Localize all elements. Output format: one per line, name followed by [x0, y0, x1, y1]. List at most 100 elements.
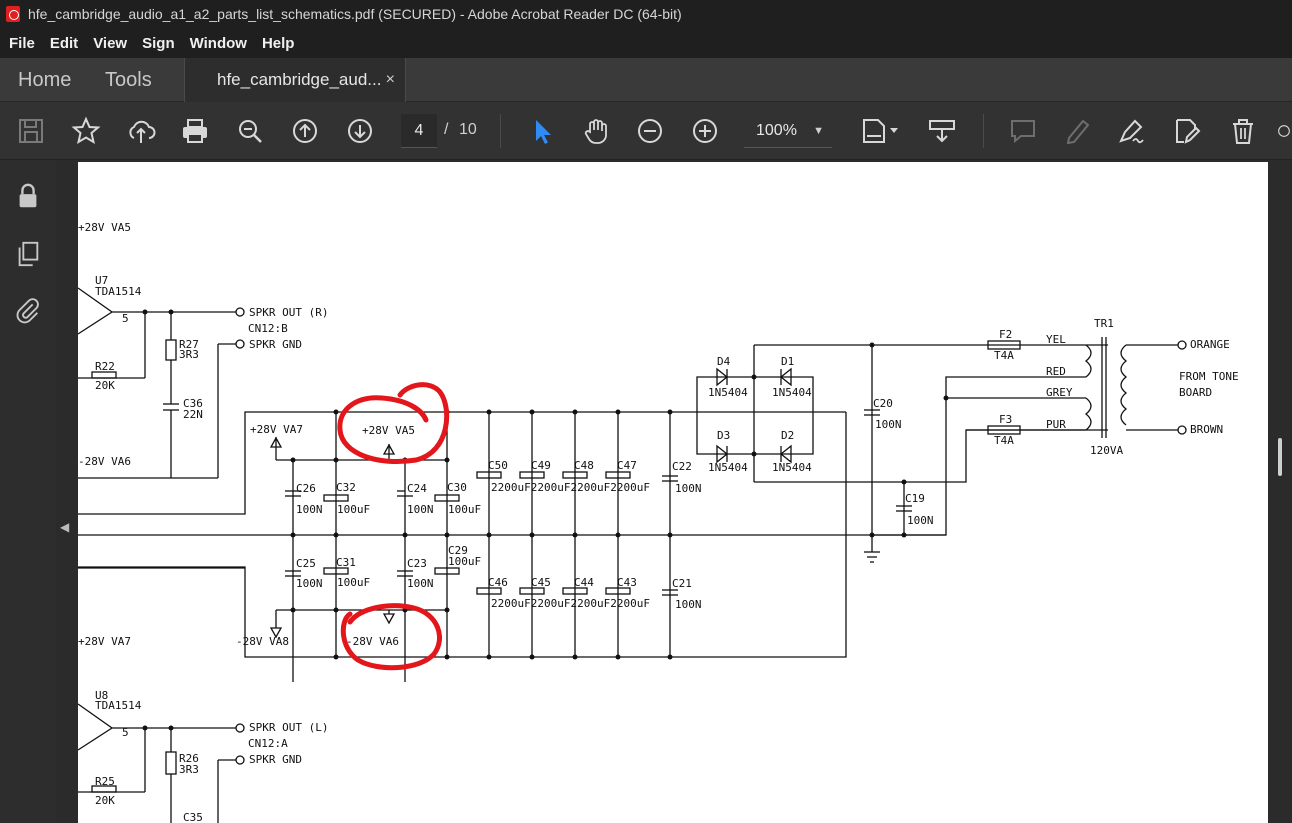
label-r22-val: 20K: [95, 379, 115, 392]
label-c31: C31: [336, 556, 356, 569]
label-c25: C25: [296, 557, 316, 570]
tab-document[interactable]: hfe_cambridge_aud... ×: [184, 58, 406, 103]
label-tr1: TR1: [1094, 317, 1114, 330]
label-f2-val: T4A: [994, 349, 1014, 362]
label-from-tone: FROM TONE: [1179, 370, 1239, 383]
vertical-scrollbar[interactable]: [1268, 162, 1292, 823]
close-tab-icon[interactable]: ×: [385, 71, 395, 88]
tab-document-label: hfe_cambridge_aud...: [217, 70, 382, 89]
zoom-search-icon[interactable]: [233, 114, 267, 148]
label-c19: C19: [905, 492, 925, 505]
print-icon[interactable]: [178, 114, 212, 148]
annotation-circle-va5: [337, 382, 450, 465]
label-d2-part: 1N5404: [772, 461, 812, 474]
scroll-mode-icon[interactable]: [925, 114, 959, 148]
label-c21-val: 100N: [675, 598, 702, 611]
tab-tools[interactable]: Tools: [105, 69, 152, 91]
menu-edit[interactable]: Edit: [49, 34, 79, 52]
menu-view[interactable]: View: [93, 34, 128, 52]
delete-icon[interactable]: [1226, 114, 1260, 148]
upload-icon[interactable]: [124, 114, 158, 148]
label-d2: D2: [781, 429, 794, 442]
label-d1: D1: [781, 355, 794, 368]
comment-icon[interactable]: [1006, 114, 1040, 148]
page-up-icon[interactable]: [288, 114, 322, 148]
label-c31-val: 100uF: [337, 576, 370, 589]
label-d4: D4: [717, 355, 731, 368]
menu-window[interactable]: Window: [189, 34, 247, 52]
label-c22: C22: [672, 460, 692, 473]
label-va5-top: +28V VA5: [78, 221, 131, 234]
label-va6-left: -28V VA6: [78, 455, 131, 468]
label-u8-pin: 5: [122, 726, 129, 739]
label-spkr-out-l: SPKR OUT (L): [249, 721, 328, 734]
sign-pen-icon[interactable]: [1115, 114, 1149, 148]
highlight-icon[interactable]: [1061, 114, 1095, 148]
edit-pdf-icon[interactable]: [1170, 114, 1204, 148]
label-c29-val: 100uF: [448, 555, 481, 568]
more-tools-icon[interactable]: [1276, 114, 1292, 148]
label-va6-neg: -28V VA6: [346, 635, 399, 648]
label-tr1-val: 120VA: [1090, 444, 1123, 457]
label-r25: R25: [95, 775, 115, 788]
label-r25-val: 20K: [95, 794, 115, 807]
label-c26-val: 100N: [296, 503, 323, 516]
label-d3-part: 1N5404: [708, 461, 748, 474]
label-r27: R27: [179, 338, 199, 351]
collapse-sidebar-icon[interactable]: ◀: [60, 520, 70, 534]
label-c46: C46: [488, 576, 508, 589]
toolbar-separator: [983, 114, 984, 148]
label-yel: YEL: [1046, 333, 1066, 346]
attachment-icon[interactable]: [12, 294, 44, 326]
select-arrow-icon[interactable]: [524, 114, 558, 148]
save-icon[interactable]: [14, 114, 48, 148]
label-c20-val: 100N: [875, 418, 902, 431]
label-c36-val: 22N: [183, 408, 203, 421]
label-c47: C47: [617, 459, 637, 472]
toolbar: [0, 102, 1292, 160]
menu-file[interactable]: File: [9, 34, 35, 52]
label-c43: C43: [617, 576, 637, 589]
star-icon[interactable]: [69, 114, 103, 148]
zoom-value: 100%: [756, 122, 797, 139]
hand-icon[interactable]: [579, 114, 613, 148]
zoom-in-icon[interactable]: [688, 114, 722, 148]
menu-help[interactable]: Help: [261, 34, 295, 52]
label-u7-pin: 5: [122, 312, 129, 325]
tab-bar: Home Tools hfe_cambridge_aud... ×: [0, 58, 1292, 103]
label-c32-val: 100uF: [337, 503, 370, 516]
menu-sign[interactable]: Sign: [142, 34, 175, 52]
fit-page-icon[interactable]: [856, 114, 904, 148]
annotation-circle-va6: [340, 603, 442, 671]
label-c32: C32: [336, 481, 356, 494]
tab-home[interactable]: Home: [18, 69, 72, 91]
label-f2: F2: [999, 328, 1012, 341]
label-spkr-out-r: SPKR OUT (R): [249, 306, 328, 319]
scrollbar-thumb[interactable]: [1278, 438, 1282, 476]
pages-icon[interactable]: [12, 238, 44, 270]
zoom-select[interactable]: 100% ▼: [744, 114, 832, 148]
label-d4-part: 1N5404: [708, 386, 748, 399]
label-pur: PUR: [1046, 418, 1066, 431]
label-d1-part: 1N5404: [772, 386, 812, 399]
label-c22-val: 100N: [675, 482, 702, 495]
label-u8-part: TDA1514: [95, 699, 142, 712]
label-c44: C44: [574, 576, 594, 589]
zoom-out-icon[interactable]: [633, 114, 667, 148]
label-c50: C50: [488, 459, 508, 472]
label-r26: R26: [179, 752, 199, 765]
page-number-input[interactable]: [401, 114, 437, 148]
label-c24: C24: [407, 482, 427, 495]
label-brown: BROWN: [1190, 423, 1223, 436]
label-r26-val: 3R3: [179, 763, 199, 776]
lock-icon[interactable]: [12, 180, 44, 212]
schematic-drawing: +28V VA5 U7 TDA1514 5 SPKR OUT (R) CN12:…: [78, 221, 1239, 823]
label-u7: U7: [95, 274, 108, 287]
label-spkr-gnd-r: SPKR GND: [249, 338, 302, 351]
page-down-icon[interactable]: [343, 114, 377, 148]
label-f3: F3: [999, 413, 1012, 426]
acrobat-logo-icon: [6, 6, 20, 22]
label-red: RED: [1046, 365, 1066, 378]
label-c26: C26: [296, 482, 316, 495]
label-c36: C36: [183, 397, 203, 410]
